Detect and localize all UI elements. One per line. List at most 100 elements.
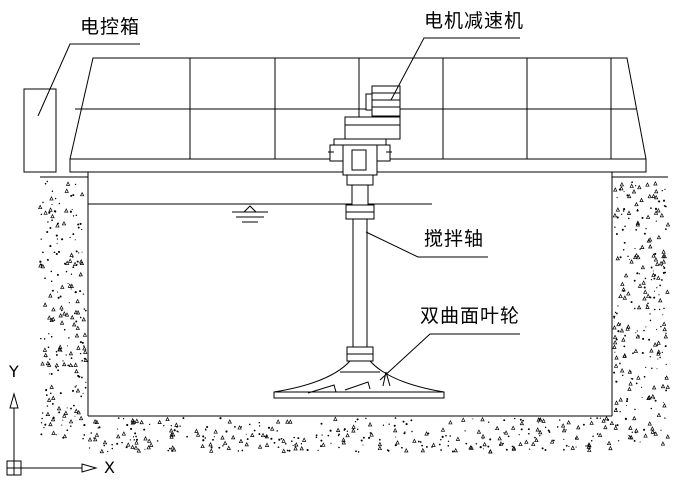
- soil-speckle: [81, 228, 83, 231]
- soil-speckle: [646, 293, 651, 298]
- soil-speckle: [604, 415, 609, 421]
- soil-speckle: [636, 304, 642, 310]
- soil-speckle: [117, 417, 120, 419]
- soil-speckle: [231, 434, 236, 440]
- soil-speckle: [547, 429, 550, 432]
- soil-speckle: [47, 221, 49, 223]
- soil-speckle: [427, 432, 430, 435]
- soil-speckle: [213, 429, 218, 434]
- soil-speckle: [609, 420, 615, 426]
- soil-speckle: [665, 222, 671, 227]
- soil-speckle: [616, 321, 621, 327]
- soil-speckle: [222, 445, 224, 447]
- soil-speckle: [55, 434, 57, 436]
- soil-speckle: [64, 260, 70, 265]
- soil-speckle: [294, 442, 299, 447]
- soil-speckle: [40, 337, 42, 340]
- soil-speckle: [59, 392, 62, 395]
- soil-speckle: [116, 433, 121, 439]
- soil-speckle: [616, 216, 619, 219]
- soil-speckle: [46, 180, 49, 183]
- soil-speckle: [54, 362, 59, 368]
- soil-speckle: [107, 451, 109, 453]
- soil-speckle: [639, 248, 641, 250]
- soil-speckle: [659, 212, 665, 218]
- soil-speckle: [74, 368, 79, 374]
- soil-speckle: [623, 191, 625, 193]
- soil-speckle: [465, 442, 468, 445]
- soil-speckle: [645, 227, 647, 230]
- soil-speckle: [589, 420, 594, 425]
- soil-speckle: [665, 384, 670, 389]
- soil-speckle: [629, 183, 634, 188]
- soil-speckle: [592, 435, 594, 438]
- soil-speckle: [565, 429, 567, 431]
- soil-speckle: [634, 408, 636, 411]
- soil-speckle: [102, 439, 108, 445]
- soil-speckle: [74, 333, 80, 338]
- soil-speckle: [505, 448, 508, 451]
- soil-speckle: [50, 416, 56, 422]
- soil-speckle: [130, 444, 135, 449]
- soil-speckle: [49, 358, 51, 360]
- soil-speckle: [643, 375, 646, 378]
- soil-speckle: [67, 282, 69, 284]
- soil-speckle: [606, 440, 612, 446]
- soil-speckle: [640, 244, 645, 249]
- soil-speckle: [648, 244, 653, 249]
- soil-speckle: [51, 316, 56, 321]
- soil-speckle: [442, 436, 444, 438]
- soil-speckle: [654, 252, 657, 255]
- soil-speckle: [665, 205, 667, 208]
- soil-speckle: [621, 228, 624, 231]
- soil-speckle: [55, 252, 58, 256]
- soil-speckle: [511, 445, 514, 448]
- soil-speckle: [613, 371, 616, 374]
- soil-speckle: [656, 328, 658, 331]
- soil-speckle: [99, 448, 105, 454]
- soil-speckle: [388, 423, 390, 425]
- soil-speckle: [377, 445, 383, 451]
- soil-speckle: [94, 432, 100, 437]
- drive-assembly: [328, 85, 401, 186]
- soil-speckle: [93, 437, 95, 439]
- soil-speckle: [278, 438, 281, 441]
- soil-speckle: [411, 430, 413, 433]
- soil-speckle: [487, 445, 490, 448]
- soil-speckle: [321, 442, 326, 447]
- soil-speckle: [614, 400, 619, 405]
- soil-speckle: [645, 366, 647, 369]
- leader-impeller: [379, 333, 520, 381]
- soil-speckle: [250, 432, 255, 437]
- soil-speckle: [77, 223, 80, 226]
- soil-speckle: [65, 270, 68, 273]
- soil-speckle: [49, 317, 54, 322]
- soil-speckle: [61, 424, 63, 426]
- soil-speckle: [60, 284, 65, 289]
- label-mixer-shaft: 搅拌轴: [424, 228, 485, 250]
- soil-speckle: [205, 428, 207, 430]
- soil-speckle: [225, 430, 228, 433]
- soil-speckle: [246, 438, 249, 441]
- soil-speckle: [514, 417, 516, 420]
- soil-speckle: [480, 416, 485, 422]
- soil-speckle: [281, 438, 286, 443]
- soil-speckle: [38, 204, 43, 210]
- soil-speckle: [614, 355, 619, 360]
- soil-speckle: [75, 214, 78, 216]
- soil-speckle: [78, 252, 80, 254]
- soil-speckle: [237, 425, 242, 430]
- soil-speckle: [64, 208, 69, 213]
- soil-speckle: [111, 447, 114, 450]
- soil-speckle: [628, 217, 630, 220]
- soil-speckle: [253, 429, 256, 432]
- soil-speckle: [662, 403, 667, 408]
- soil-speckle: [440, 449, 442, 451]
- soil-speckle: [79, 222, 82, 225]
- soil-speckle: [528, 448, 531, 450]
- soil-speckle: [273, 441, 276, 444]
- soil-speckle: [653, 397, 655, 400]
- soil-speckle: [519, 418, 522, 421]
- soil-speckle: [244, 441, 249, 447]
- soil-speckle: [82, 293, 85, 295]
